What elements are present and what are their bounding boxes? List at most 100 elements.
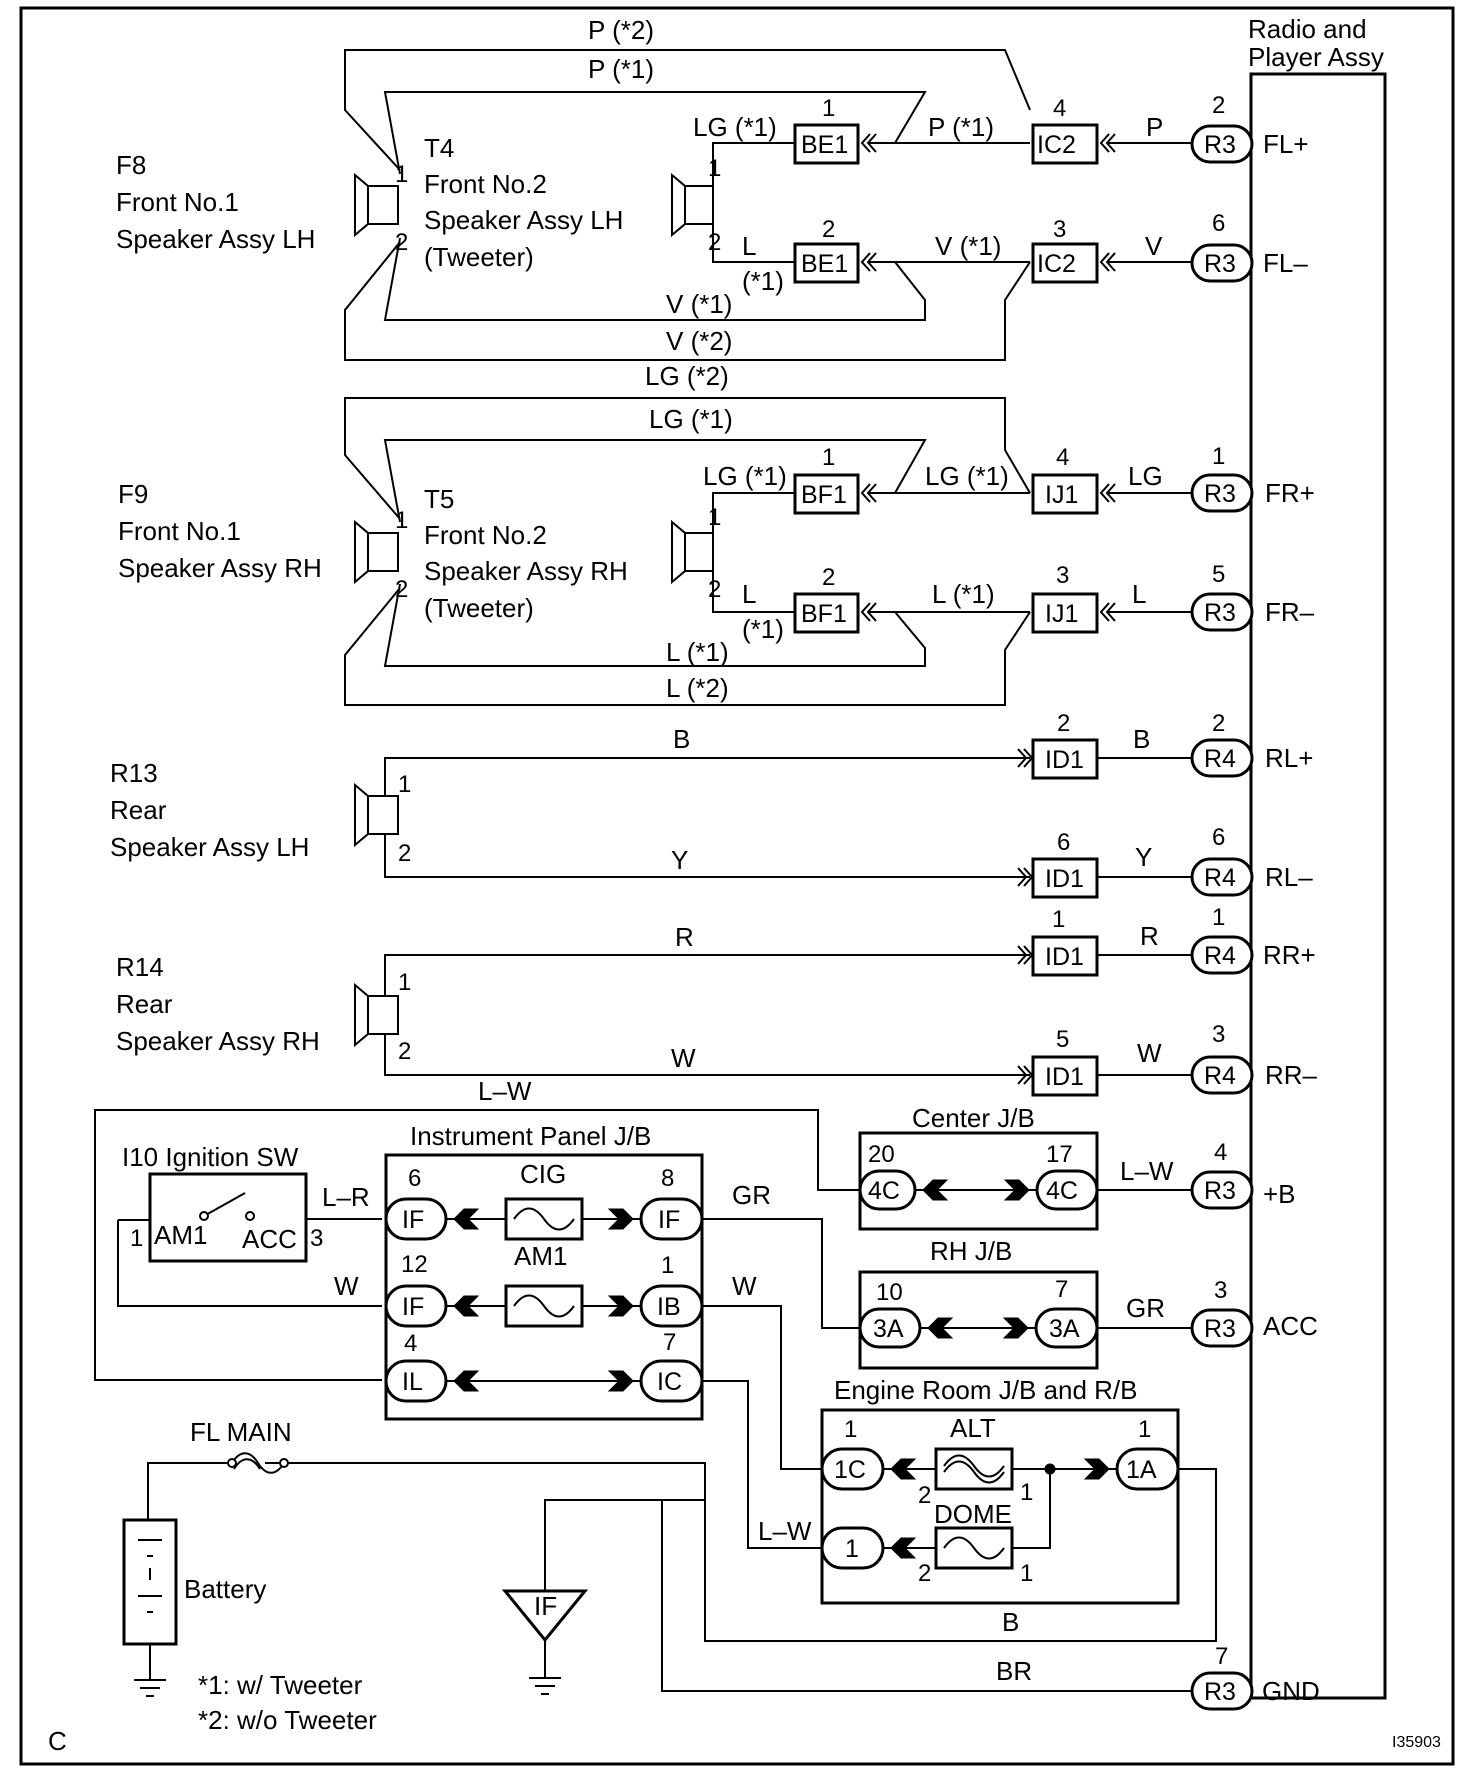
t5-speaker-icon <box>671 519 714 585</box>
t4-speaker-icon <box>671 172 714 238</box>
svg-text:2: 2 <box>1212 710 1225 737</box>
svg-text:17: 17 <box>1046 1141 1073 1168</box>
svg-text:5: 5 <box>1212 561 1225 588</box>
svg-text:1: 1 <box>1212 904 1225 931</box>
battery-label: Battery <box>184 1574 266 1604</box>
svg-text:5: 5 <box>1056 1026 1069 1053</box>
terminal-fr-minus: FR– <box>1265 597 1315 627</box>
terminal-gnd: GND <box>1262 1676 1320 1706</box>
wire-l-1-bottom: L (*1) <box>666 637 729 667</box>
t5-line3: (Tweeter) <box>424 593 534 623</box>
r3-label-fr-plus: R3 <box>1204 480 1236 508</box>
r13-speaker-icon <box>354 782 399 848</box>
wire-b-bottom: B <box>1002 1607 1019 1637</box>
svg-text:1: 1 <box>661 1252 674 1279</box>
wire-y-rl: Y <box>1135 842 1152 872</box>
note-2: *2: w/o Tweeter <box>198 1705 377 1735</box>
wire-w-ign: W <box>334 1271 359 1301</box>
svg-text:3: 3 <box>1214 1277 1227 1304</box>
r4-connector-2 <box>1190 738 1254 778</box>
r4-label-rr-plus: R4 <box>1204 942 1236 970</box>
front-lh-wires <box>344 49 1254 361</box>
svg-text:2: 2 <box>918 1560 931 1587</box>
svg-text:1: 1 <box>1020 1560 1033 1587</box>
engine-room-jb-box <box>820 1408 1180 1605</box>
wire-lg-1-top: LG (*1) <box>649 404 733 434</box>
3a-label-7: 3A <box>1049 1315 1080 1343</box>
1a-label: 1A <box>1126 1456 1157 1484</box>
svg-text:1: 1 <box>398 969 411 996</box>
acc-contact-label: ACC <box>242 1224 297 1254</box>
ij1-label-1: IJ1 <box>1045 481 1078 509</box>
svg-text:10: 10 <box>876 1279 903 1306</box>
wire-gr-jb: GR <box>732 1180 771 1210</box>
power-wires <box>94 1109 1254 1711</box>
if-ground-label: IF <box>534 1591 557 1621</box>
svg-text:2: 2 <box>1212 92 1225 119</box>
svg-text:3: 3 <box>1056 562 1069 589</box>
terminal-rr-minus: RR– <box>1265 1060 1318 1090</box>
svg-text:3: 3 <box>1053 216 1066 243</box>
wire-b-r13: B <box>673 724 690 754</box>
svg-text:1: 1 <box>822 95 835 122</box>
4c-label-20: 4C <box>868 1177 900 1205</box>
am1-fuse-label: AM1 <box>514 1241 567 1271</box>
ignition-switch-label: I10 Ignition SW <box>122 1142 299 1172</box>
wire-br: BR <box>996 1656 1032 1686</box>
wire-lg-2: LG (*2) <box>645 361 729 391</box>
ic-label: IC <box>657 1368 682 1396</box>
r3-connector-4 <box>1190 1170 1254 1210</box>
svg-text:2: 2 <box>395 576 408 603</box>
il-label: IL <box>402 1368 423 1396</box>
svg-text:12: 12 <box>401 1251 428 1278</box>
svg-text:1: 1 <box>1212 443 1225 470</box>
svg-text:1: 1 <box>130 1225 143 1252</box>
wire-lg-1-mid: LG (*1) <box>925 461 1009 491</box>
bf1-label-2: BF1 <box>801 600 847 628</box>
svg-text:2: 2 <box>398 840 411 867</box>
wire-lw-engine: L–W <box>758 1516 812 1546</box>
battery-box <box>122 1518 178 1646</box>
if-ground-icon <box>529 1677 561 1695</box>
center-jb-label: Center J/B <box>912 1103 1035 1133</box>
ib-label: IB <box>657 1293 681 1321</box>
r14-line2: Speaker Assy RH <box>116 1026 320 1056</box>
svg-text:2: 2 <box>1057 710 1070 737</box>
ij1-label-2: IJ1 <box>1045 600 1078 628</box>
svg-text:6: 6 <box>1212 824 1225 851</box>
note-1: *1: w/ Tweeter <box>198 1670 363 1700</box>
f9-line2: Speaker Assy RH <box>118 553 322 583</box>
radio-title-2: Player Assy <box>1248 42 1384 72</box>
r3-label-plus-b: R3 <box>1204 1177 1236 1205</box>
t5-line1: Front No.2 <box>424 520 547 550</box>
svg-text:2: 2 <box>918 1482 931 1509</box>
r3-connector-6 <box>1190 243 1254 283</box>
svg-text:7: 7 <box>1055 1276 1068 1303</box>
r4-connector-1 <box>1190 935 1254 975</box>
radio-title-1: Radio and <box>1248 14 1367 44</box>
svg-text:6: 6 <box>1212 210 1225 237</box>
wire-r-r14: R <box>675 922 694 952</box>
id1-label-rr-plus: ID1 <box>1045 943 1084 971</box>
terminal-rl-minus: RL– <box>1265 862 1313 892</box>
svg-text:2: 2 <box>708 229 721 256</box>
engine-jb-label: Engine Room J/B and R/B <box>834 1375 1138 1405</box>
wire-lw-plusb: L–W <box>1120 1156 1174 1186</box>
r3-label-fl-minus: R3 <box>1204 250 1236 278</box>
ij1-connector-4 <box>1031 473 1099 515</box>
drawing-id: I35903 <box>1392 1734 1441 1751</box>
r14-code: R14 <box>116 952 164 982</box>
svg-text:1: 1 <box>708 504 721 531</box>
be1-label-1: BE1 <box>801 131 848 159</box>
cig-fuse-label: CIG <box>520 1159 566 1189</box>
instrument-jb-label: Instrument Panel J/B <box>410 1121 651 1151</box>
rear-speaker-wires <box>354 738 1254 1097</box>
be1-label-2: BE1 <box>801 250 848 278</box>
terminal-rl-plus: RL+ <box>1265 743 1313 773</box>
terminal-plus-b: +B <box>1263 1179 1296 1209</box>
be1-connector-2 <box>793 242 860 284</box>
battery-ground-icon <box>134 1679 166 1697</box>
r3-label-fr-minus: R3 <box>1204 599 1236 627</box>
rh-jb-label: RH J/B <box>930 1236 1012 1266</box>
svg-text:2: 2 <box>395 229 408 256</box>
